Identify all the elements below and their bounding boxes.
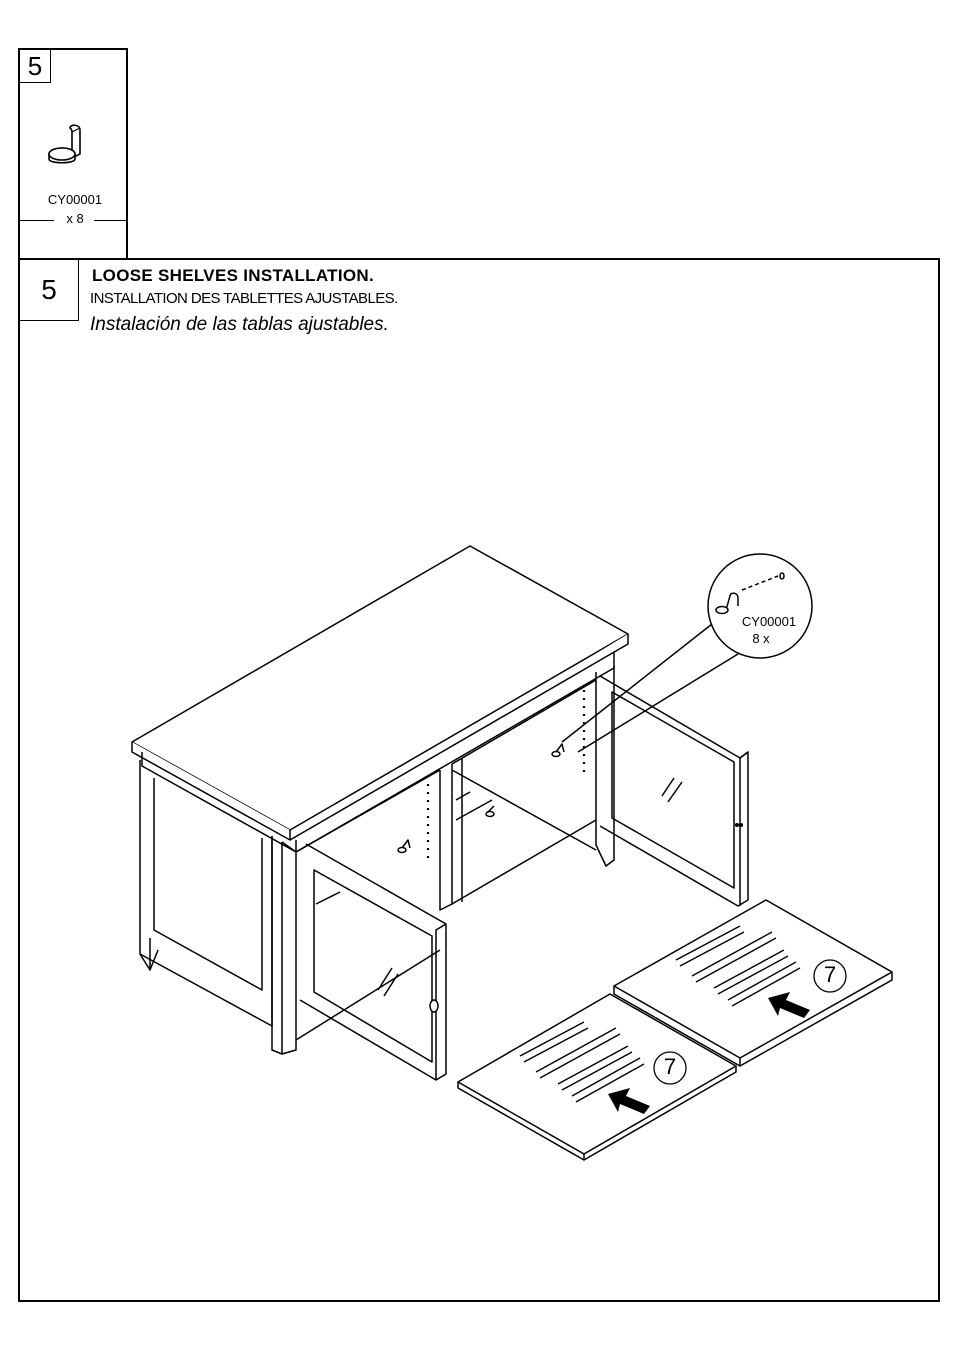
parts-list-code: CY00001 (47, 192, 103, 207)
parts-list-quantity: x 8 (66, 211, 84, 226)
step-title-spanish: Instalación de las tablas ajustables. (90, 314, 389, 335)
arrow-left-icon (608, 1088, 650, 1114)
callout-quantity: 8 x (752, 631, 770, 646)
parts-list-number: 5 (20, 50, 51, 83)
shelf-part-number: 7 (663, 1054, 677, 1079)
callout-part-code: CY00001 (741, 614, 797, 629)
parts-list-box: 5 CY00001 x 8 (18, 48, 128, 258)
step-panel: 5 LOOSE SHELVES INSTALLATION. INSTALLATI… (18, 258, 940, 1302)
parts-list-quantity-row: x 8 (20, 211, 130, 229)
step-number: 5 (20, 260, 79, 321)
step-title-english: LOOSE SHELVES INSTALLATION. (92, 266, 375, 285)
arrow-left-icon (768, 992, 810, 1018)
divider (94, 220, 128, 221)
step-title-french: INSTALLATION DES TABLETTES AJUSTABLES. (90, 290, 398, 307)
shelf-part-number: 7 (823, 962, 837, 987)
shelf-pin-icon (48, 124, 81, 164)
divider (20, 220, 54, 221)
